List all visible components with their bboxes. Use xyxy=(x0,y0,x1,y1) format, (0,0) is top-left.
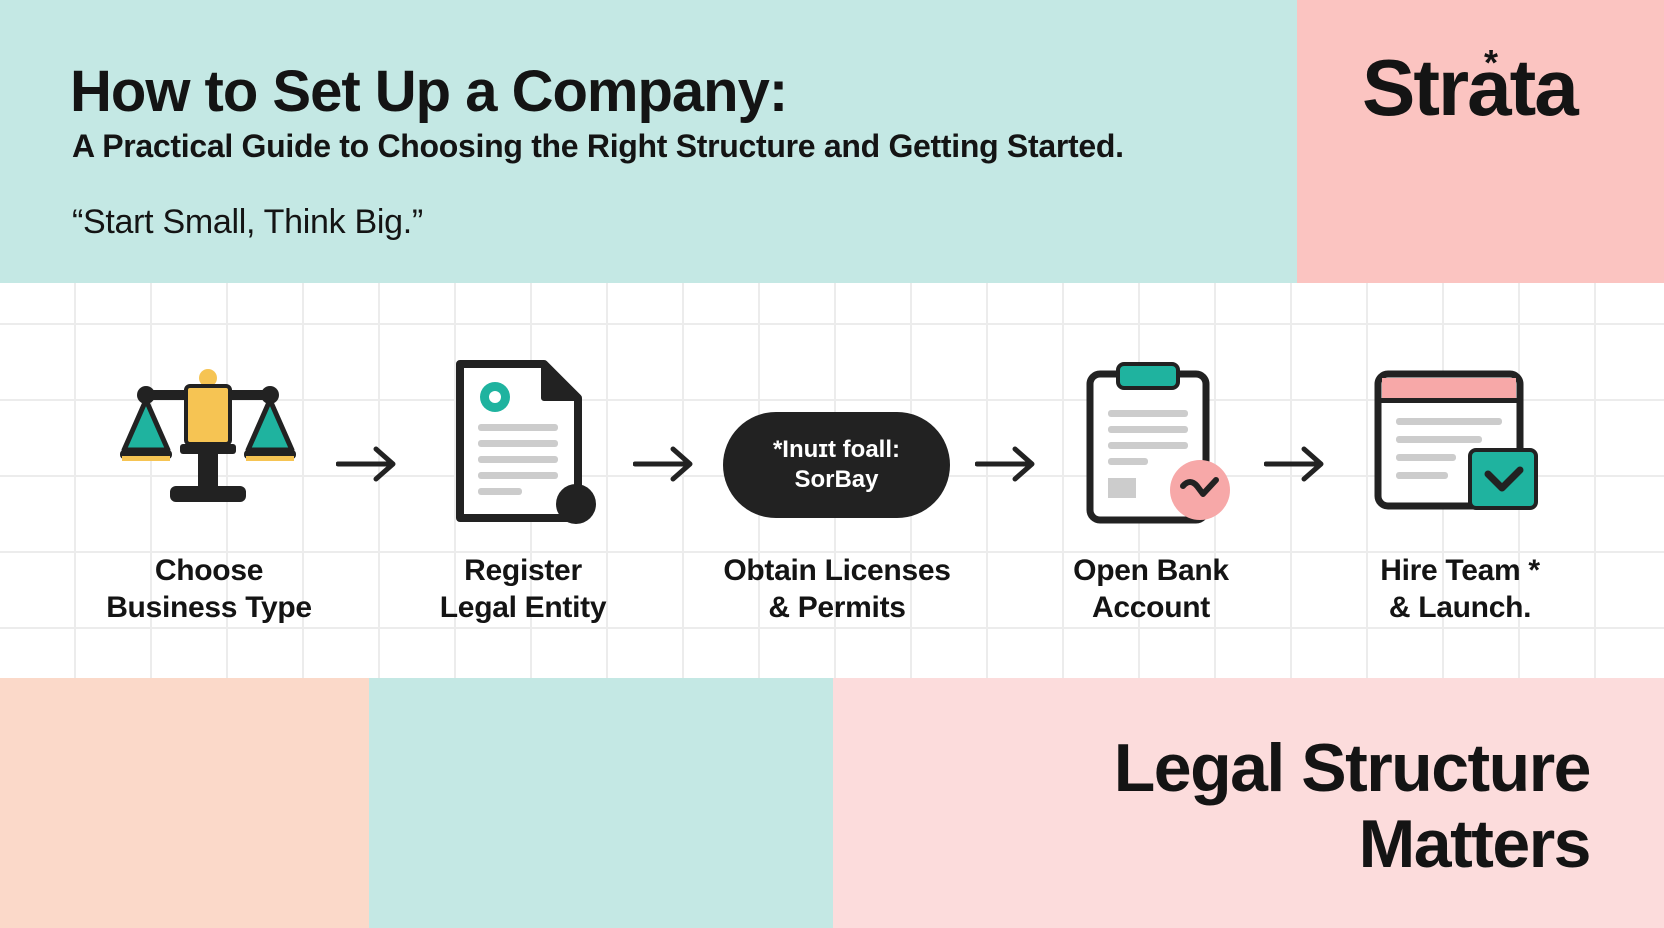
step-label-line: Account xyxy=(1092,591,1210,624)
quote: “Start Small, Think Big.” xyxy=(72,203,423,241)
clipboard-icon xyxy=(1086,362,1230,524)
document-icon xyxy=(456,360,596,524)
page-title: How to Set Up a Company: xyxy=(70,59,788,124)
step-label-register-legal-entity: Register Legal Entity xyxy=(393,552,653,626)
step-label-line: & Permits xyxy=(768,591,906,624)
logo-star-mark: * xyxy=(1484,42,1499,83)
step-label-line: Hire Team * xyxy=(1380,554,1540,587)
step-label-obtain-licenses: Obtain Licenses & Permits xyxy=(707,552,967,626)
step-label-line: Obtain Licenses xyxy=(723,554,951,587)
footer-block-mint xyxy=(369,678,833,928)
scales-icon xyxy=(120,369,296,502)
pill-line-2: SorBay xyxy=(794,466,879,493)
arrow-right-icon xyxy=(975,446,1035,482)
step-label-open-bank-account: Open Bank Account xyxy=(1021,552,1281,626)
step-label-line: & Launch. xyxy=(1388,591,1532,624)
window-check-icon xyxy=(1374,370,1538,510)
footer-block-peach xyxy=(0,678,369,928)
arrow-right-icon xyxy=(1264,446,1324,482)
step-label-line: Register xyxy=(464,554,582,587)
tagline-line-1: Legal Structure xyxy=(1113,730,1592,806)
step-label-line: Legal Entity xyxy=(439,591,607,624)
step-label-choose-business-type: Choose Business Type xyxy=(79,552,339,626)
brand-logo: Strata xyxy=(1362,43,1579,132)
arrow-right-icon xyxy=(633,446,693,482)
pill-line-1: *Inuɪt foall: xyxy=(772,436,901,463)
arrow-right-icon xyxy=(336,446,396,482)
step-label-line: Choose xyxy=(154,554,264,587)
footer-block-pink xyxy=(833,678,1664,928)
logo-panel xyxy=(1297,0,1664,283)
page-subtitle: A Practical Guide to Choosing the Right … xyxy=(72,128,1124,164)
tagline-line-2: Matters xyxy=(1358,806,1592,882)
step-label-line: Business Type xyxy=(106,591,312,624)
step-label-hire-team-launch: Hire Team * & Launch. xyxy=(1330,552,1590,626)
step-label-line: Open Bank xyxy=(1073,554,1229,587)
header-panel xyxy=(0,0,1297,283)
pill-badge: *Inuɪt foall: SorBay xyxy=(723,412,950,518)
tagline: Legal Structure Matters xyxy=(1113,730,1592,882)
